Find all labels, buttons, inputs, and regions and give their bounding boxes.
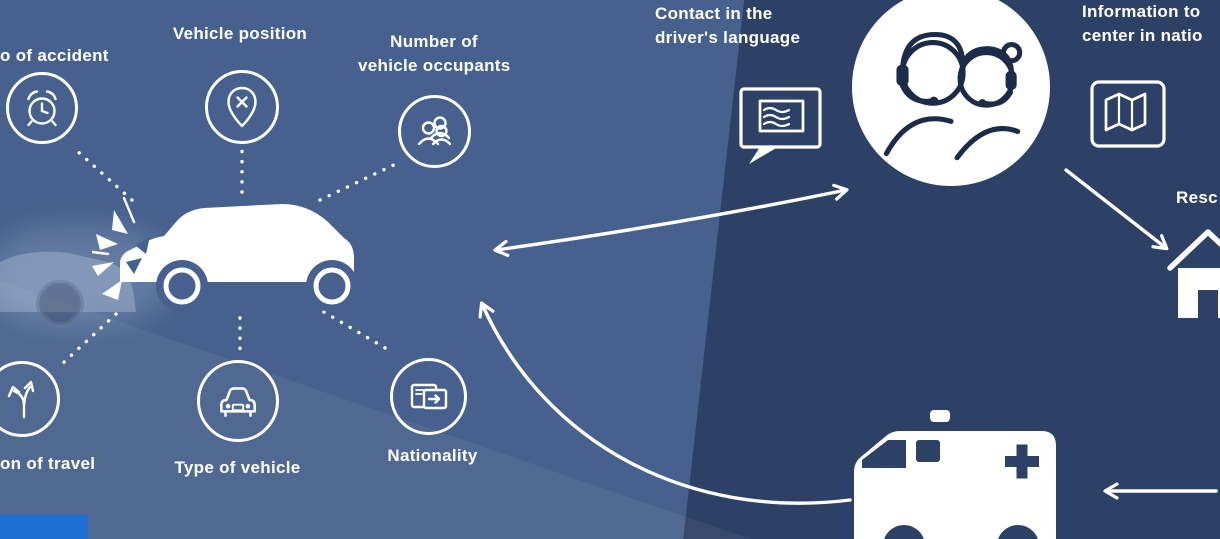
call-center-operators	[883, 31, 1023, 161]
label-direction: on of travel	[0, 454, 96, 473]
call-center-circle	[852, 0, 1050, 186]
label-vehicle-type: Type of vehicle	[174, 458, 301, 477]
label-vehicle-position: Vehicle position	[172, 24, 308, 43]
label-nationality: Nationality	[387, 446, 478, 465]
crash-impact-marks	[92, 196, 150, 300]
speech-bubble-flag-icon	[739, 87, 822, 164]
nationality-badge	[390, 358, 467, 435]
accent-bar	[0, 515, 88, 539]
car-front-icon	[220, 387, 256, 417]
vehicle-type-badge	[197, 360, 279, 442]
id-card-icon	[410, 383, 447, 409]
label-contact: Contact in the driver's language	[655, 2, 800, 50]
label-information-line2: center in natio	[1082, 26, 1203, 45]
crashed-car	[92, 196, 358, 312]
ambulance	[854, 410, 1056, 539]
label-contact-line2: driver's language	[655, 28, 801, 47]
label-occupants-line2: vehicle occupants	[358, 56, 511, 75]
label-occupants: Number of vehicle occupants	[358, 30, 510, 78]
alarm-clock-icon	[27, 90, 57, 127]
label-occupants-line1: Number of	[390, 32, 478, 51]
label-information: Information to center in natio	[1082, 0, 1203, 48]
occupants-icon	[417, 115, 451, 145]
label-information-line1: Information to	[1082, 2, 1201, 21]
label-rescue: Resc	[1176, 188, 1218, 207]
direction-badge	[0, 361, 60, 437]
direction-arrows-icon	[7, 380, 35, 419]
vehicle-position-badge	[205, 70, 279, 144]
label-accident-time: o of accident	[0, 46, 109, 65]
folded-map-icon	[1090, 80, 1166, 148]
accident-time-badge	[6, 72, 78, 144]
occupants-badge	[398, 95, 471, 168]
label-contact-line1: Contact in the	[655, 4, 773, 23]
rescue-house-icon	[1167, 229, 1220, 318]
location-pin-icon	[227, 86, 257, 128]
